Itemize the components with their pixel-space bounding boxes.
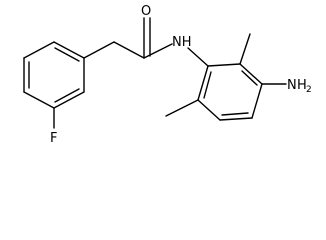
ring2-bond-e — [197, 99, 221, 121]
ring2-bond-a — [207, 63, 241, 67]
methyl-top-bond — [239, 33, 251, 65]
amine-subscript-label: 2 — [306, 85, 312, 95]
ring2-bond-b — [239, 63, 263, 85]
ring2-double-b — [221, 112, 249, 116]
ring2-bond-f — [197, 65, 209, 101]
ring1-bond-f — [23, 41, 55, 59]
nh-to-ring-bond — [187, 47, 209, 67]
ch2-to-carbonyl-bond — [113, 41, 145, 59]
carbonyl-to-nh-bond — [143, 43, 173, 59]
ring1-double-a — [54, 47, 80, 62]
ring1-bond-a — [53, 41, 85, 59]
ring1-bond-c — [53, 91, 85, 109]
ring1-bond-d — [23, 91, 55, 109]
molecule-structure-diagram: O NH F N H 2 — [23, 4, 312, 146]
amine-h-label: H — [297, 78, 307, 93]
ring2-bond-d — [219, 117, 253, 121]
fluorine-label: F — [50, 131, 57, 146]
ring1-double-b — [54, 88, 80, 103]
amide-nh-label: NH — [172, 35, 192, 50]
ring2-double-a — [241, 70, 258, 86]
amine-n-label: N — [287, 78, 297, 93]
aminophenyl-ring — [197, 63, 263, 121]
ring2-bond-c — [251, 83, 263, 119]
ring-to-ch2-bond — [83, 41, 115, 59]
oxygen-label: O — [141, 4, 151, 19]
methyl-bottom-bond — [165, 99, 199, 117]
ring2-double-c — [203, 71, 212, 99]
fluorophenyl-ring — [23, 41, 85, 109]
